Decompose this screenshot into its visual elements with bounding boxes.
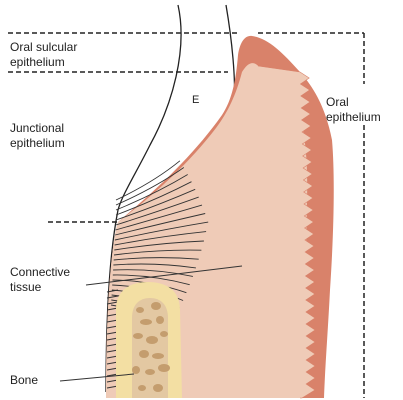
trabecula	[160, 331, 168, 337]
trabecula	[153, 384, 163, 392]
trabecula	[156, 316, 164, 324]
trabecula	[145, 369, 155, 375]
trabecula	[136, 307, 144, 313]
label-enamel: E	[192, 93, 199, 108]
trabecular-bone	[132, 298, 168, 398]
label-oral-epithelium: Oral epithelium	[326, 95, 381, 125]
trabecula	[146, 336, 158, 344]
trabecula	[138, 385, 146, 391]
trabecula	[139, 350, 149, 358]
label-junctional-epithelium: Junctional epithelium	[10, 121, 65, 151]
trabecula	[151, 302, 161, 310]
label-oral-sulcular-epithelium: Oral sulcular epithelium	[10, 40, 77, 70]
trabecula	[133, 333, 143, 339]
trabecula	[158, 364, 170, 372]
trabecula	[152, 353, 164, 359]
label-connective-tissue: Connective tissue	[10, 265, 70, 295]
label-bone: Bone	[10, 373, 38, 388]
trabecula	[132, 366, 140, 374]
trabecula	[140, 319, 152, 325]
